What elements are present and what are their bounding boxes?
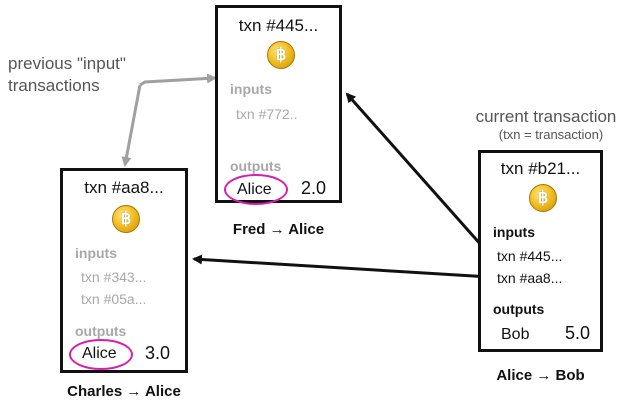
fred-outputs-label: outputs	[230, 158, 282, 174]
current-input-ref-1: txn #aa8...	[497, 270, 563, 286]
fred-output-owner: Alice	[237, 181, 272, 198]
bitcoin-coin-icon: ฿	[112, 205, 140, 233]
arrow-current-to-fred	[345, 92, 492, 256]
current-transaction-caption: Alice → Bob	[496, 367, 585, 384]
charles-input-ref-0: txn #343...	[81, 269, 147, 285]
current-transaction-label: current transaction	[475, 107, 617, 126]
fred-output-highlight	[224, 174, 288, 205]
fred-output-amount: 2.0	[301, 178, 327, 198]
previous-inputs-annotation: previous "input" transactions	[8, 53, 168, 97]
charles-outputs-label: outputs	[75, 323, 127, 339]
annotation-line-2: transactions	[8, 76, 100, 95]
arrow-current-to-charles	[192, 254, 491, 279]
charles-transaction-title: txn #aa8...	[84, 178, 164, 197]
current-output-amount: 5.0	[565, 323, 591, 343]
fred-transaction-box: txn #445... ฿ inputs txn #772.. outputs …	[215, 5, 342, 205]
bitcoin-coin-icon: ฿	[529, 184, 557, 212]
current-outputs-label: outputs	[493, 301, 545, 317]
current-transaction-subtitle: (txn = transaction)	[498, 127, 604, 142]
charles-inputs-label: inputs	[75, 245, 117, 261]
charles-input-ref-1: txn #05a...	[81, 291, 147, 307]
charles-transaction-box: txn #aa8... ฿ inputs txn #343... txn #05…	[60, 168, 188, 373]
charles-output-highlight	[69, 339, 133, 370]
charles-output-amount: 3.0	[145, 343, 171, 363]
current-input-ref-0: txn #445...	[497, 248, 563, 264]
current-transaction-title: txn #b21...	[500, 159, 581, 178]
charles-output-owner: Alice	[82, 345, 117, 362]
current-inputs-label: inputs	[493, 224, 535, 240]
annotation-line-1: previous "input"	[8, 54, 126, 73]
bitcoin-coin-icon: ฿	[267, 41, 295, 69]
fred-transaction-title: txn #445...	[238, 16, 319, 35]
fred-transaction-caption: Fred → Alice	[232, 221, 325, 238]
current-transaction-box: txn #b21... ฿ inputs txn #445... txn #aa…	[478, 150, 603, 352]
arrow-annotation-to-fred	[139, 73, 217, 87]
fred-input-ref-0: txn #772..	[236, 106, 298, 122]
arrow-annotation-to-charles	[121, 84, 142, 167]
charles-transaction-caption: Charles → Alice	[67, 383, 181, 400]
fred-inputs-label: inputs	[230, 81, 272, 97]
current-output-owner: Bob	[501, 326, 530, 343]
